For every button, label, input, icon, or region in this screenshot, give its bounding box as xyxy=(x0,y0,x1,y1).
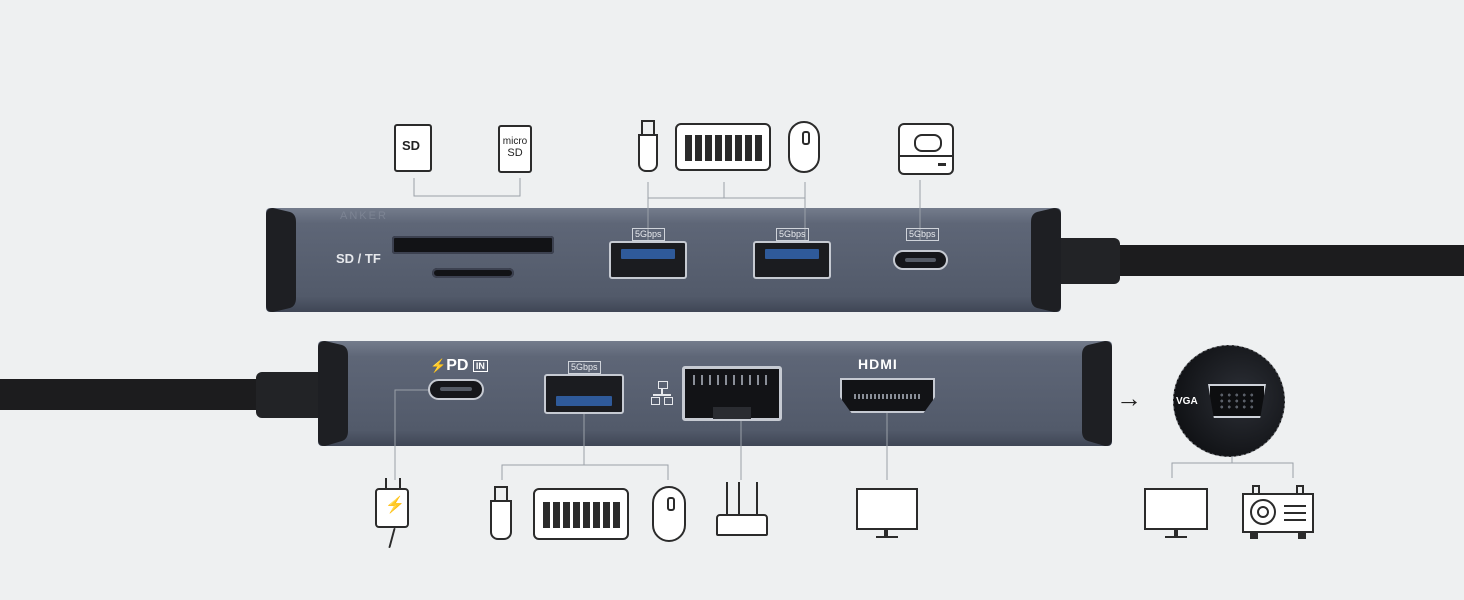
sd-card-slot[interactable] xyxy=(392,236,554,254)
usb-c-pd-in-port[interactable] xyxy=(428,379,484,400)
brand-logo: ANKER xyxy=(340,210,388,222)
usb-c-speed-label: 5Gbps xyxy=(906,228,939,241)
arrow-right-icon: → xyxy=(1116,383,1142,413)
vga-port[interactable] xyxy=(1208,384,1266,418)
external-drive-cloud-icon xyxy=(898,123,954,175)
usb-flash-drive-icon xyxy=(638,120,658,176)
tf-card-slot[interactable] xyxy=(432,268,514,278)
microsd-card-icon: micro SD xyxy=(498,125,532,173)
bottom-hub-cable xyxy=(0,379,270,410)
usb-a-port-2[interactable] xyxy=(753,241,831,279)
top-hub xyxy=(266,208,1464,312)
usb-a-3-speed-label: 5Gbps xyxy=(568,361,601,374)
vga-label: VGA xyxy=(1176,396,1198,407)
usb-a-1-speed-label: 5Gbps xyxy=(632,228,665,241)
monitor-icon xyxy=(856,488,918,540)
sd-card-icon: SD xyxy=(394,124,432,172)
pd-in-badge: IN xyxy=(472,359,488,372)
keyboard-icon-2 xyxy=(533,488,629,540)
network-icon xyxy=(651,381,673,407)
usb-a-2-speed-label: 5Gbps xyxy=(776,228,809,241)
hdmi-label: HDMI xyxy=(858,356,898,372)
mouse-icon xyxy=(788,121,820,173)
projector-icon xyxy=(1242,485,1314,541)
hdmi-port[interactable] xyxy=(840,378,935,413)
usb-flash-drive-icon-2 xyxy=(490,486,512,542)
mouse-icon-2 xyxy=(652,486,686,542)
ethernet-port[interactable] xyxy=(682,366,782,421)
lightning-icon: ⚡ xyxy=(430,358,447,373)
usb-a-port-3[interactable] xyxy=(544,374,624,414)
pd-label: ⚡PD IN xyxy=(430,357,488,375)
card-slot-label: SD / TF xyxy=(336,251,381,266)
top-connector-lines xyxy=(413,178,921,240)
router-icon xyxy=(716,482,768,538)
usb-c-data-port[interactable] xyxy=(893,250,948,270)
power-charger-icon: ⚡ xyxy=(373,478,417,562)
usb-a-port-1[interactable] xyxy=(609,241,687,279)
charging-bolt-icon: ⚡ xyxy=(385,497,405,514)
monitor-icon-vga xyxy=(1144,488,1208,540)
top-hub-cable xyxy=(1100,245,1464,276)
vga-zoom-circle: VGA xyxy=(1173,345,1285,457)
keyboard-icon xyxy=(675,123,771,171)
